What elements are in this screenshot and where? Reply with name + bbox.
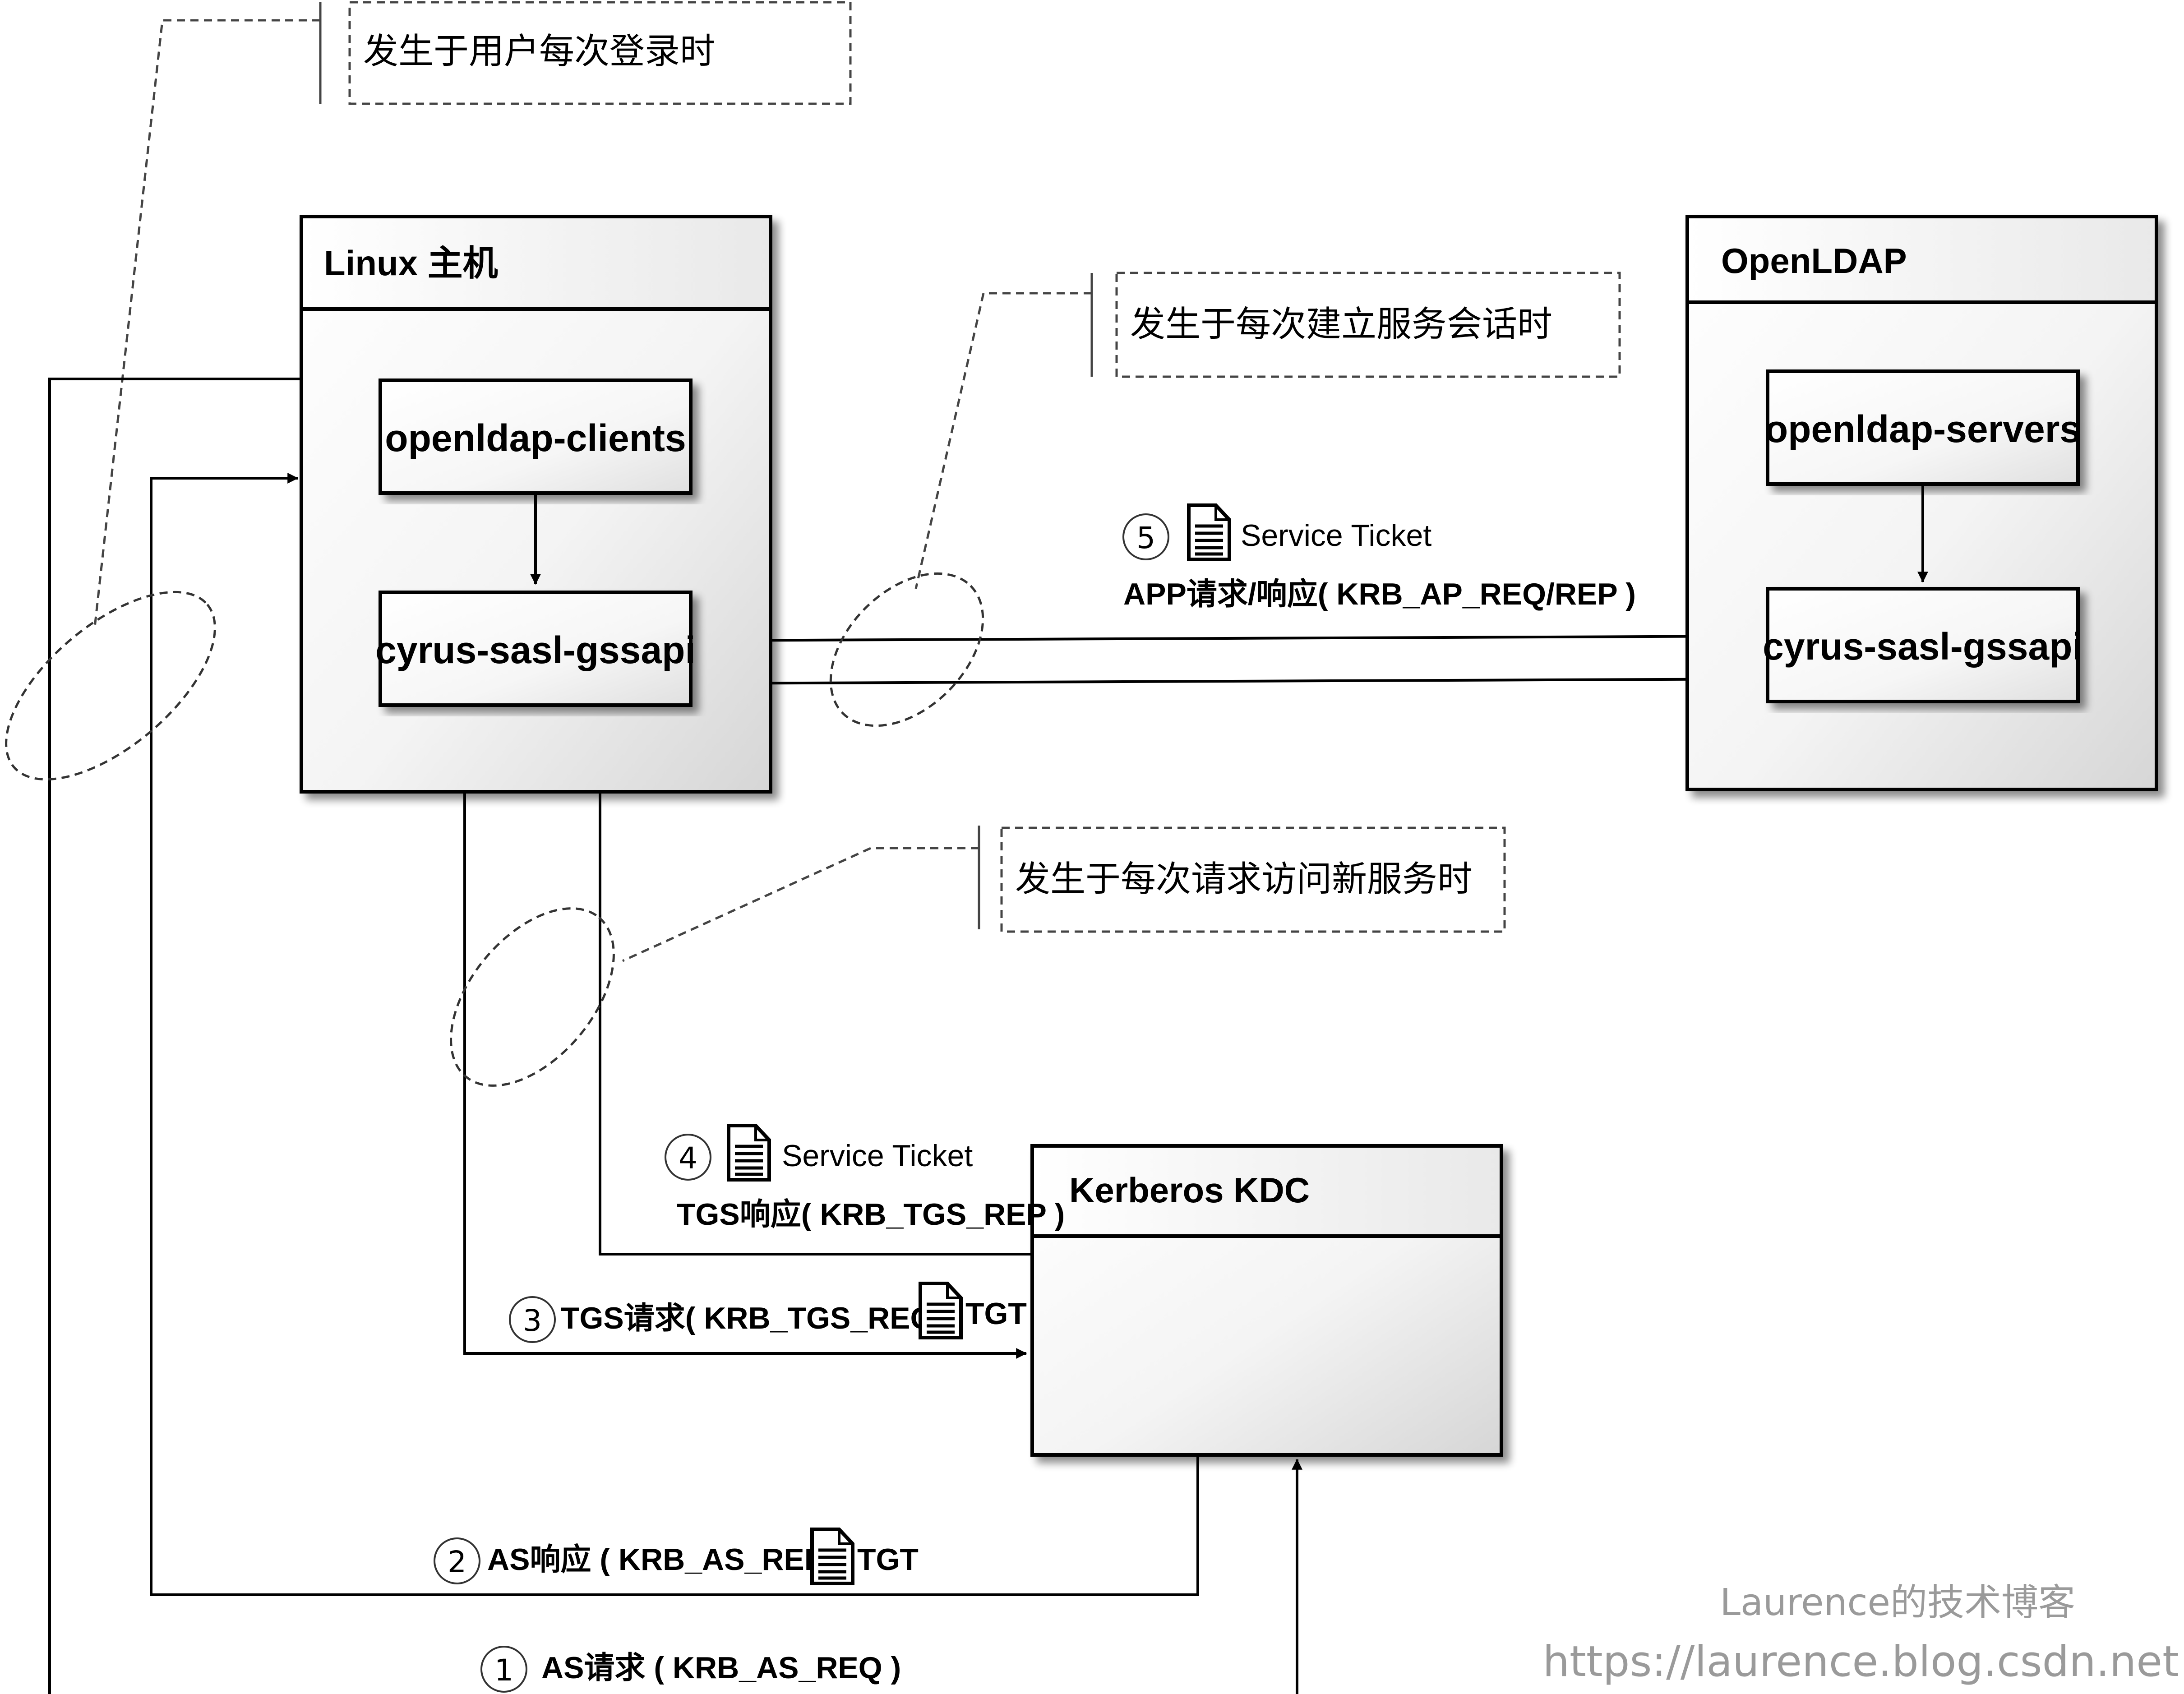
step-4-label: TGS响应( KRB_TGS_REP ) <box>677 1197 1065 1232</box>
step-4: 4 Service Ticket TGS响应( KRB_TGS_REP ) <box>665 1126 1065 1232</box>
flow-as-request <box>48 378 1302 1694</box>
step-2-label: AS响应 ( KRB_AS_REP ) <box>487 1542 843 1577</box>
document-icon <box>812 1529 853 1583</box>
watermark-line2: https://laurence.blog.csdn.net <box>1542 1637 2179 1686</box>
linux-host: Linux 主机 openldap-clients cyrus-sasl-gss… <box>300 215 772 794</box>
note-login: 发生于用户每次登录时 <box>93 1 852 628</box>
openldap-servers-label: openldap-servers <box>1765 408 2081 450</box>
openldap-gssapi-label: cyrus-sasl-gssapi <box>1763 625 2083 668</box>
step-2: 2 AS响应 ( KRB_AS_REP ) TGT <box>434 1529 919 1583</box>
ellipse-service-session <box>829 572 984 727</box>
watermark-line1: Laurence的技术博客 <box>1720 1581 2075 1624</box>
step-1-number: 1 <box>494 1653 513 1688</box>
openldap-host-title: OpenLDAP <box>1721 241 1907 281</box>
step-2-number: 2 <box>448 1545 466 1579</box>
kdc-title: Kerberos KDC <box>1069 1170 1310 1210</box>
ellipse-login <box>5 591 216 781</box>
flow-app-request <box>690 631 1763 642</box>
step-4-ticket: Service Ticket <box>782 1139 973 1173</box>
note-service-session-text: 发生于每次建立服务会话时 <box>1130 304 1552 345</box>
step-1-label: AS请求 ( KRB_AS_REQ ) <box>541 1651 901 1685</box>
ellipse-new-service <box>450 907 615 1087</box>
linux-host-title: Linux 主机 <box>324 243 498 283</box>
flow-tgs-request <box>463 706 1027 1359</box>
step-3-ticket: TGT <box>965 1297 1027 1331</box>
step-1: 1 AS请求 ( KRB_AS_REQ ) <box>480 1646 901 1693</box>
step-3-label: TGS请求( KRB_TGS_REQ ) <box>561 1301 953 1335</box>
step-3: 3 TGS请求( KRB_TGS_REQ ) TGT <box>509 1283 1027 1343</box>
note-new-service-text: 发生于每次请求访问新服务时 <box>1015 859 1473 900</box>
document-icon <box>920 1283 961 1338</box>
watermark: Laurence的技术博客 https://laurence.blog.csdn… <box>1542 1581 2179 1686</box>
openldap-host: OpenLDAP openldap-servers cyrus-sasl-gss… <box>1685 215 2158 791</box>
step-4-number: 4 <box>679 1141 697 1176</box>
step-2-ticket: TGT <box>857 1542 919 1577</box>
flow-tgs-response <box>595 710 1031 1255</box>
step-5: 5 Service Ticket APP请求/响应( KRB_AP_REQ/RE… <box>1122 505 1636 611</box>
note-service-session: 发生于每次建立服务会话时 <box>914 272 1621 589</box>
kerberos-kdc: Kerberos KDC <box>1030 1144 1503 1457</box>
flow-app-response <box>694 678 1767 689</box>
step-5-number: 5 <box>1136 521 1155 555</box>
openldap-clients-label: openldap-clients <box>385 417 686 459</box>
flow-as-response <box>150 473 1199 1596</box>
step-3-number: 3 <box>523 1303 542 1338</box>
linux-gssapi-label: cyrus-sasl-gssapi <box>375 629 696 671</box>
step-5-ticket: Service Ticket <box>1241 518 1431 553</box>
document-icon <box>729 1126 769 1180</box>
note-new-service: 发生于每次请求访问新服务时 <box>622 826 1506 962</box>
note-login-text: 发生于用户每次登录时 <box>363 31 715 72</box>
document-icon <box>1189 505 1229 559</box>
step-5-label: APP请求/响应( KRB_AP_REQ/REP ) <box>1123 577 1636 611</box>
